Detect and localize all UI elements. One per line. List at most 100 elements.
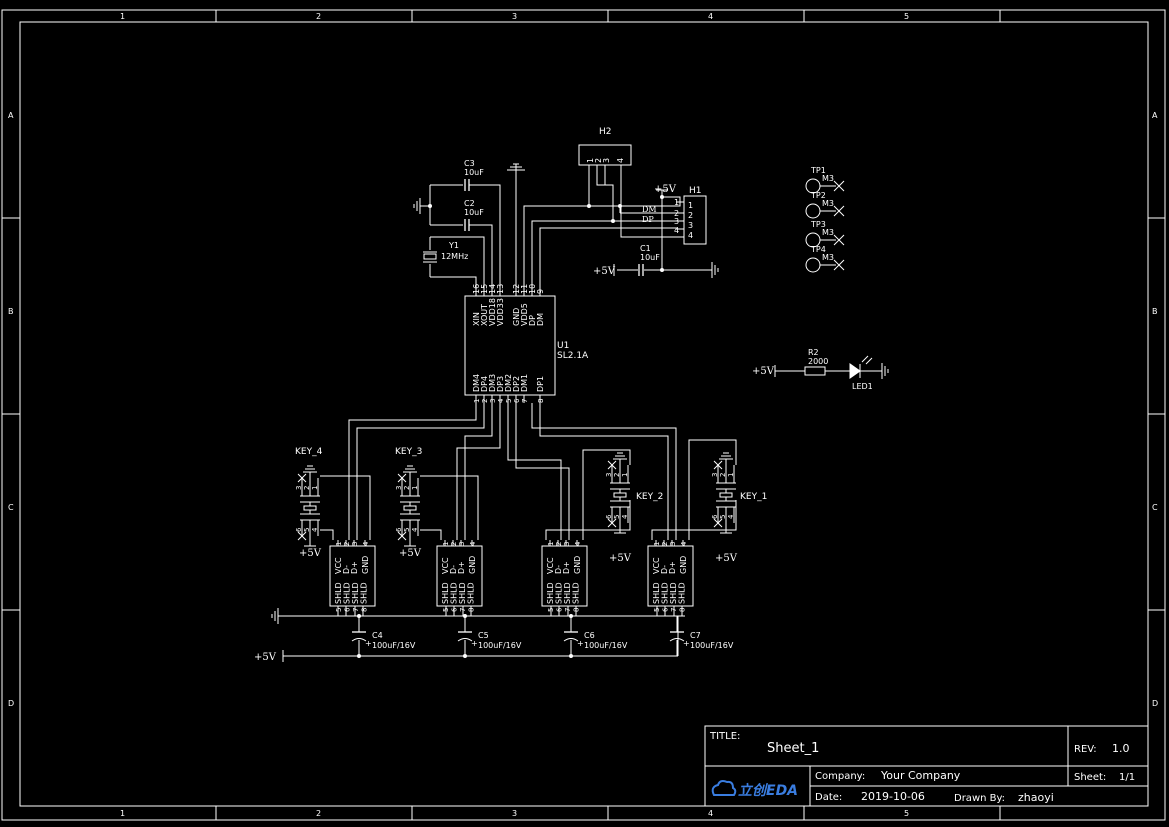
usb-pin-num: 1: [442, 542, 450, 546]
junction-dot: [618, 204, 622, 208]
key-label: KEY_1: [740, 492, 767, 502]
usb-pin-name: D-: [554, 565, 563, 574]
polarity-mark: +: [365, 639, 372, 648]
pwr-c1: +5V: [593, 266, 616, 277]
usb-shld-name: SHLD: [546, 582, 555, 604]
usb-shld-name: SHLD: [669, 582, 678, 604]
usb-shld-name: SHLD: [458, 582, 467, 604]
key-pin-num: 2: [613, 473, 621, 477]
rev-value: 1.0: [1112, 742, 1130, 755]
usb-shld-name: SHLD: [467, 582, 476, 604]
c2-ref: C2: [464, 199, 475, 208]
u1-bottom-pin-name: DP4: [480, 376, 489, 392]
usb-shld-num: 7: [352, 608, 360, 612]
cap-symbols: [464, 179, 644, 276]
h2-pin-3: 3: [602, 158, 611, 163]
led1-ref: LED1: [852, 382, 873, 391]
row-label-right: B: [1152, 307, 1158, 316]
u1-top-pin-num: 13: [496, 284, 505, 294]
u1-bottom-pin-num: 3: [489, 399, 497, 403]
usb-pin-num: 4: [574, 541, 582, 546]
junction-dot: [463, 654, 467, 658]
usb-pin-num: 1: [547, 542, 555, 546]
u1-bottom-pin-name: DM4: [472, 374, 481, 392]
u1-top-pin-name: XOUT: [480, 304, 489, 326]
usb-pin-num: 2: [450, 542, 458, 546]
drawn-value: zhaoyi: [1018, 791, 1054, 804]
usb-shld-num: 7: [670, 608, 678, 612]
col-label-top: 1: [120, 12, 125, 21]
usb-pin-num: 4: [362, 541, 370, 546]
test-point-icon: [805, 257, 821, 273]
u1-pins: XIN16XOUT15VDD1814VDD3313GND12VDD511DP10…: [472, 284, 545, 403]
col-label-bottom: 3: [512, 809, 517, 818]
key-pin-num: 6: [395, 527, 403, 532]
u1-bottom-pin-num: 7: [521, 399, 529, 403]
u1-top-pin-name: VDD18: [488, 298, 497, 326]
usb-shld-name: SHLD: [572, 582, 581, 604]
usb-pin-name: D+: [350, 561, 359, 574]
u1-top-pin-num: 14: [488, 284, 497, 294]
u1-bottom-pin-num: 8: [537, 399, 545, 403]
junction-dot: [587, 204, 591, 208]
c3-ref: C3: [464, 159, 475, 168]
col-label-bottom: 4: [708, 809, 713, 818]
usb-pin-name: D+: [457, 561, 466, 574]
pwr-key1: +5V: [715, 553, 738, 564]
usb-pin-num: 3: [351, 542, 359, 546]
test-point-icon: [805, 203, 821, 219]
c3-value: 10uF: [464, 168, 484, 177]
usb-shld-num: 6: [662, 607, 670, 612]
usb-pin-name: VCC: [546, 557, 555, 574]
usb-pin-name: D-: [342, 565, 351, 574]
u1-top-pin-num: 15: [480, 284, 489, 294]
test-point-value: M3: [822, 174, 834, 183]
crystal-y1: [423, 251, 437, 263]
h2-pin-1: 1: [586, 158, 595, 163]
usb-shld-name: SHLD: [563, 582, 572, 604]
h1-pin-3: 3: [688, 221, 693, 230]
test-point-ref: TP3: [810, 220, 826, 229]
junction-dot: [569, 654, 573, 658]
u1-top-pin-name: GND: [512, 308, 521, 326]
col-label-top: 5: [904, 12, 909, 21]
junction-dot: [428, 204, 432, 208]
key-switch: [297, 465, 320, 547]
u1-top-pin-num: 10: [528, 284, 537, 294]
key-pin-num: 6: [605, 514, 613, 519]
h1-pin-1: 1: [688, 201, 693, 210]
u1-top-pin-num: 16: [472, 284, 481, 294]
u1-bottom-pin-num: 1: [473, 399, 481, 403]
usb-shld-name: SHLD: [652, 582, 661, 604]
u1-bottom-pin-num: 4: [497, 398, 505, 403]
row-label-left: A: [8, 111, 14, 120]
u1-ref: U1: [557, 341, 569, 351]
usb-pin-num: 2: [343, 542, 351, 546]
key-pin-num: 5: [613, 515, 621, 519]
usb-pin-num: 3: [563, 542, 571, 546]
pwr-key2: +5V: [609, 553, 632, 564]
usb-pin-num: 3: [669, 542, 677, 546]
u1-bottom-pin-num: 6: [513, 398, 521, 403]
usb-shld-num: 5: [442, 608, 450, 612]
u1-top-pin-num: 11: [520, 284, 529, 294]
col-label-top: 4: [708, 12, 713, 21]
bulk-cap-ref: C4: [372, 631, 383, 640]
r2-ref: R2: [808, 348, 819, 357]
u1-bottom-pin-name: DP1: [536, 376, 545, 392]
sheet-label: Sheet:: [1074, 772, 1106, 783]
date-label: Date:: [815, 792, 842, 803]
c1-ref: C1: [640, 244, 651, 253]
title-value: Sheet_1: [767, 741, 819, 756]
polarity-mark: +: [471, 639, 478, 648]
u1-top-pin-name: DM: [536, 313, 545, 326]
usb-shld-num: 6: [344, 607, 352, 612]
usb-shld-num: 7: [564, 608, 572, 612]
usb-pin-name: GND: [361, 556, 370, 574]
key-label: KEY_3: [395, 447, 422, 457]
usb-shld-num: 6: [556, 607, 564, 612]
